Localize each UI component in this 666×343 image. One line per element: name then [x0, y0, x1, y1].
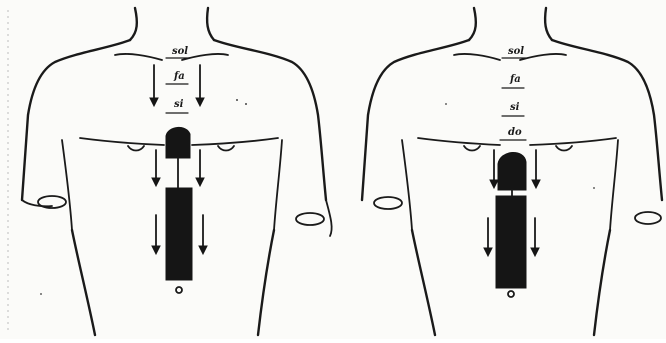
left-neck-right — [207, 8, 214, 40]
right-torso-side-left — [412, 230, 435, 335]
left-label-3: si — [174, 99, 184, 110]
left-torso — [22, 8, 332, 335]
left-arm-inner-right — [274, 140, 282, 230]
right-nipple-right — [556, 146, 572, 151]
speck-5 — [593, 187, 595, 189]
speck-4 — [445, 103, 447, 105]
right-tone-bars — [496, 152, 526, 297]
right-neck-left — [469, 8, 476, 40]
right-bar-end-dot — [508, 291, 514, 297]
left-nipple-right — [218, 146, 234, 151]
left-arm-inner-left — [62, 140, 72, 230]
right-label-2: fa — [509, 74, 521, 85]
right-chest-line-left — [418, 138, 500, 145]
right-elbow-right-oval — [635, 212, 661, 224]
speck-3 — [40, 293, 42, 295]
right-arrowhead-1-left — [490, 180, 498, 188]
left-shoulder-left — [22, 40, 130, 200]
left-arrowhead-1-right — [196, 98, 204, 106]
right-label-1: sol — [508, 46, 524, 57]
left-label-2: fa — [173, 71, 185, 82]
left-nipple-left — [128, 146, 144, 151]
left-chest-line-left — [80, 138, 164, 145]
left-main-bar — [166, 188, 192, 280]
right-chest-line-right — [530, 138, 616, 145]
left-tone-bars — [166, 127, 192, 293]
left-chest-line-right — [192, 138, 278, 145]
left-arrowhead-1-left — [150, 98, 158, 106]
right-arm-inner-left — [402, 140, 412, 230]
left-arrowhead-2-right — [196, 178, 204, 186]
right-nipple-left — [464, 146, 480, 151]
right-arrowhead-1-right — [532, 180, 540, 188]
left-collarbone-right — [182, 54, 228, 60]
right-cap-block — [498, 152, 526, 190]
right-label-3: si — [510, 102, 520, 113]
right-torso-side-right — [594, 230, 610, 335]
right-shoulder-left — [362, 40, 469, 200]
right-arrowhead-2-left — [484, 248, 492, 256]
left-label-1: sol — [172, 46, 188, 57]
left-neck-left — [130, 8, 137, 40]
left-forearm-right — [326, 200, 332, 236]
right-collarbone-left — [454, 54, 500, 60]
left-arrowhead-3-left — [152, 246, 160, 254]
right-main-bar — [496, 196, 526, 288]
right-arm-inner-right — [610, 140, 618, 230]
right-label-4: do — [508, 127, 522, 138]
left-shoulder-right — [214, 40, 326, 200]
left-arrowhead-3-right — [199, 246, 207, 254]
speck-2 — [245, 103, 247, 105]
left-cap-block — [166, 127, 190, 158]
left-elbow-right-oval — [296, 213, 324, 225]
right-collarbone-right — [520, 54, 566, 60]
speck-1 — [236, 99, 238, 101]
right-shoulder-right — [552, 40, 662, 200]
left-torso-side-right — [258, 230, 274, 335]
left-bar-end-dot — [176, 287, 182, 293]
right-elbow-left-oval — [374, 197, 402, 209]
left-collarbone-left — [115, 54, 162, 60]
left-elbow-left — [22, 200, 52, 206]
left-arrowhead-2-left — [152, 178, 160, 186]
right-arrowhead-2-right — [531, 248, 539, 256]
right-neck-right — [545, 8, 552, 40]
left-torso-side-left — [72, 230, 95, 335]
